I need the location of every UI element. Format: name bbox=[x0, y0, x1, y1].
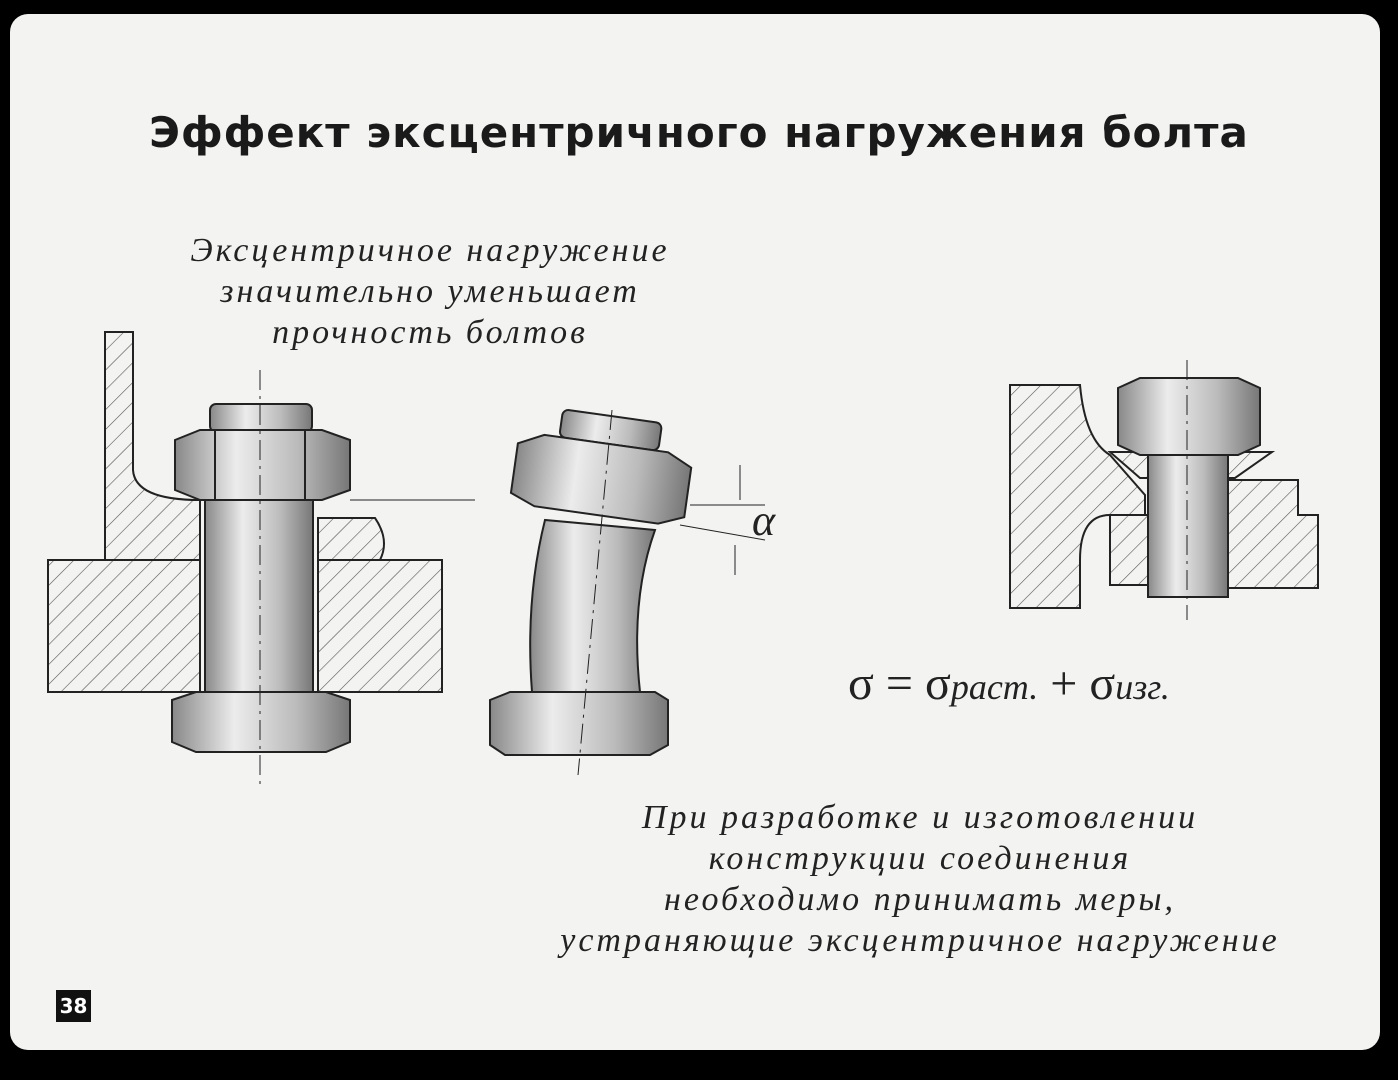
caption-line: При разработке и изготовлении bbox=[641, 799, 1199, 836]
caption-line: Эксцентричное нагружение bbox=[190, 232, 670, 269]
slide-title: Эффект эксцентричного нагружения болта bbox=[149, 108, 1249, 157]
correct-joint-right bbox=[1009, 360, 1319, 620]
caption-line: конструкции соединения bbox=[708, 840, 1132, 877]
equals-sign: = bbox=[885, 657, 913, 710]
sigma-symbol: σ bbox=[848, 657, 874, 710]
bending-subscript: изг. bbox=[1115, 667, 1170, 707]
angle-label: α bbox=[752, 496, 776, 545]
caption-bottom: При разработке и изготовлении конструкци… bbox=[470, 797, 1370, 961]
bent-bolt bbox=[489, 409, 766, 776]
eccentric-joint-left bbox=[47, 331, 475, 785]
sigma-symbol: σ bbox=[1089, 657, 1116, 710]
caption-top: Эксцентричное нагружение значительно уме… bbox=[120, 230, 740, 353]
caption-line: прочность болтов bbox=[272, 314, 588, 351]
plus-sign: + bbox=[1050, 657, 1078, 710]
tension-subscript: раст. bbox=[950, 667, 1039, 707]
caption-line: устраняющие эксцентричное нагружение bbox=[560, 922, 1280, 959]
stress-formula: σ = σраст. + σизг. bbox=[848, 656, 1170, 711]
caption-line: значительно уменьшает bbox=[220, 273, 640, 310]
sigma-symbol: σ bbox=[924, 657, 951, 710]
caption-line: необходимо принимать меры, bbox=[663, 881, 1177, 918]
page-number-badge: 38 bbox=[56, 990, 91, 1022]
